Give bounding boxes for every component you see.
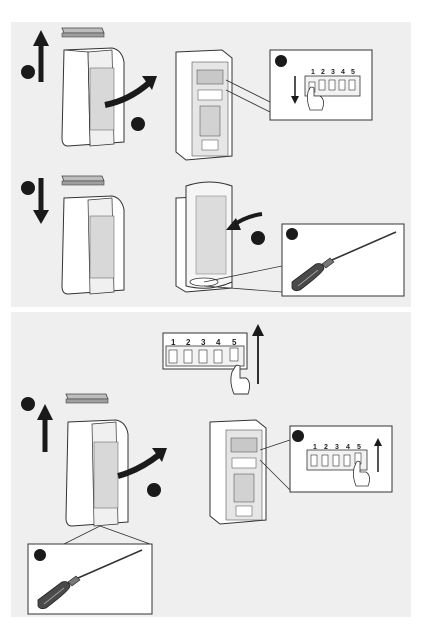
step-marker [21, 65, 35, 79]
dip-label: 2 [324, 444, 328, 451]
screwdriver-zoom [28, 544, 152, 614]
dip-label: 3 [201, 338, 206, 347]
up-arrow-icon [33, 30, 49, 82]
device-cap [62, 176, 104, 185]
dip-label: 5 [351, 69, 355, 76]
dip-switch-zoom: 1 2 3 4 5 [290, 426, 392, 492]
step-marker [21, 397, 35, 411]
up-arrow-icon [37, 404, 53, 452]
screwdriver-zoom [282, 224, 404, 296]
step-marker [292, 430, 304, 442]
step-marker [21, 181, 35, 195]
dip-label: 2 [186, 338, 191, 347]
device-cap [62, 28, 104, 37]
open-detector [210, 420, 266, 524]
dip-label: 1 [311, 69, 315, 76]
dip-switch-panel: 1 2 3 4 5 [163, 333, 247, 369]
detector-device [62, 196, 124, 294]
dip-label: 5 [232, 338, 237, 347]
device-cap [66, 394, 108, 403]
step-marker [131, 117, 145, 131]
step-marker [34, 549, 46, 561]
finger-press-icon [231, 365, 250, 394]
dip-label: 3 [331, 69, 335, 76]
step-marker [251, 231, 265, 245]
step-marker [275, 55, 287, 67]
dip-label: 2 [321, 69, 325, 76]
detector-device [62, 48, 124, 146]
open-detector [176, 50, 232, 160]
dip-label: 1 [313, 444, 317, 451]
step-marker [286, 228, 298, 240]
detector-with-cover [176, 182, 232, 292]
up-arrow-icon [252, 324, 264, 384]
dip-label: 4 [341, 69, 345, 76]
down-arrow-icon [33, 178, 49, 224]
dip-label: 4 [346, 444, 350, 451]
dip-label: 4 [216, 338, 221, 347]
step-marker [147, 483, 161, 497]
dip-label: 5 [357, 444, 361, 451]
dip-label: 3 [335, 444, 339, 451]
dip-label: 1 [171, 338, 176, 347]
dip-switch-zoom: 1 2 3 4 5 [270, 50, 372, 120]
